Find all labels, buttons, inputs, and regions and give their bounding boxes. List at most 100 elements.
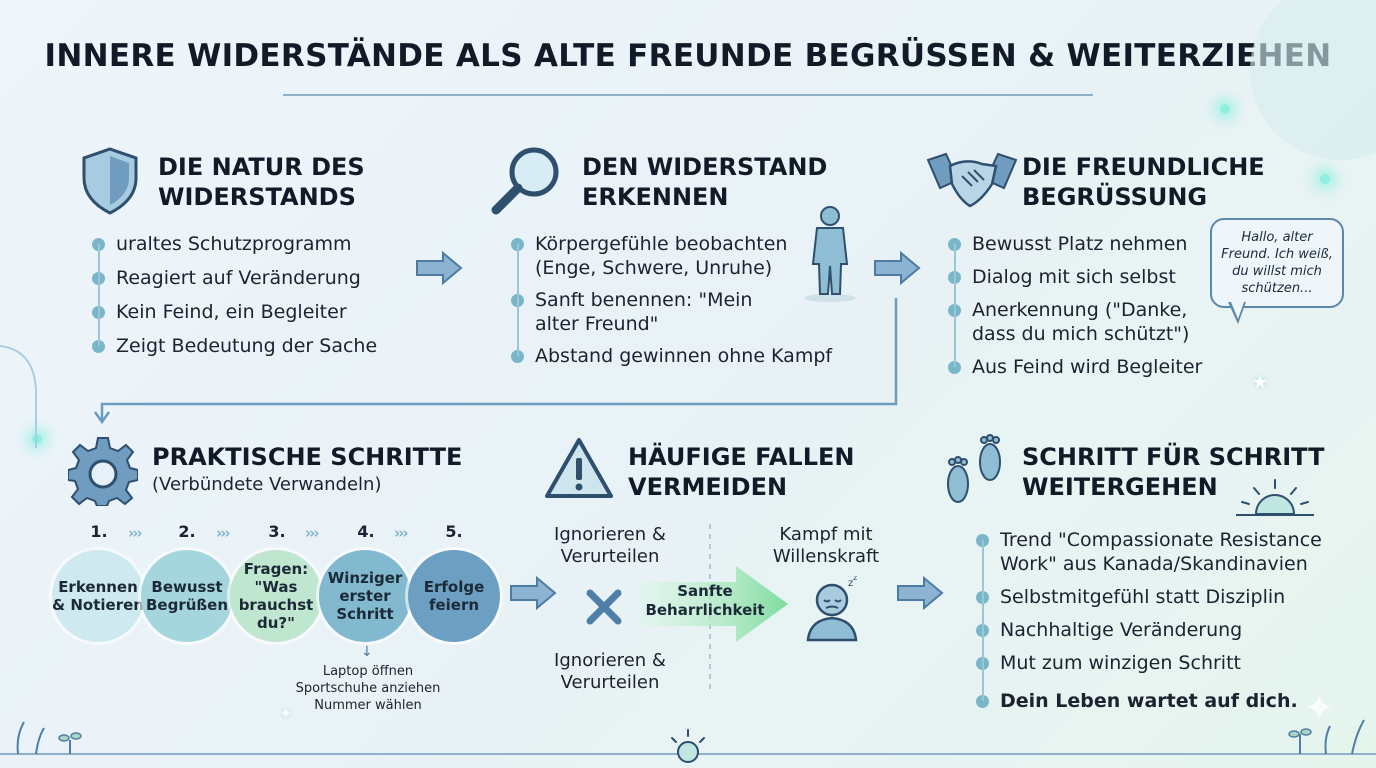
step-line: Bewusst: [151, 578, 223, 596]
gentle-persistence-label: Sanfte Beharrlichkeit: [640, 582, 770, 620]
weiter-list: Trend "Compassionate Resistance Work" au…: [976, 528, 1322, 713]
arrow-right-icon: [416, 250, 463, 286]
bottom-ground-line: [0, 719, 1376, 763]
list-item-line: alter Freund": [535, 313, 659, 335]
step-line: du?": [257, 614, 295, 632]
step-number: 1.: [90, 522, 108, 541]
list-item-line: dass du mich schützt"): [972, 323, 1190, 345]
list-item: Anerkennung ("Danke, dass du mich schütz…: [948, 298, 1202, 346]
chevrons-icon: ›››: [216, 524, 230, 542]
step-line: erster: [339, 587, 391, 605]
step-line: "Was: [254, 578, 298, 596]
sparkle-icon: ★: [1252, 372, 1269, 393]
shield-icon: [82, 147, 138, 215]
list-item: Reagiert auf Veränderung: [92, 266, 377, 290]
list-item-line: Körpergefühle beobachten: [535, 233, 788, 255]
example-line: Nummer wählen: [314, 698, 422, 713]
list-item: Nachhaltige Veränderung: [976, 618, 1322, 642]
gentle-persistence-arrow: [640, 566, 788, 642]
erkennen-title-line: ERKENNEN: [582, 183, 729, 211]
list-item-line: Bewusst Platz nehmen: [972, 233, 1188, 255]
example-line: Sportschuhe anziehen: [295, 681, 441, 696]
speech-bubble-tail-inner: [1231, 302, 1244, 319]
begruessung-title: DIE FREUNDLICHE BEGRÜSSUNG: [1022, 152, 1265, 212]
fallen-title-line: HÄUFIGE FALLEN: [628, 443, 855, 471]
arrow-label-line: Sanfte: [677, 582, 733, 600]
list-item-line: Selbstmitgefühl statt Disziplin: [1000, 586, 1286, 608]
trap-top-right: Kampf mit Willenskraft: [756, 524, 896, 568]
list-item-line: Mut zum winzigen Schritt: [1000, 652, 1241, 674]
step-line: brauchst: [238, 596, 314, 614]
list-item: Selbstmitgefühl statt Disziplin: [976, 585, 1322, 609]
closing-line: Dein Leben wartet auf dich.: [976, 689, 1322, 713]
step-number: 4.: [357, 522, 375, 541]
begruessung-list: Bewusst Platz nehmen Dialog mit sich sel…: [948, 232, 1202, 379]
step-line: Winziger: [327, 569, 403, 587]
step-number: 2.: [178, 522, 196, 541]
person-icon: [804, 206, 856, 302]
arrow-right-icon: [897, 575, 944, 611]
cross-icon: [586, 589, 622, 625]
weiter-title-line: WEITERGEHEN: [1022, 473, 1218, 501]
trap-line: Ignorieren &: [554, 650, 666, 671]
bubble-line: du willst mich: [1232, 264, 1322, 279]
list-item-line: Anerkennung ("Danke,: [972, 299, 1188, 321]
schritte-subtitle: (Verbündete Verwandeln): [152, 474, 382, 495]
list-item-line: (Enge, Schwere, Unruhe): [535, 257, 773, 279]
sparkle-icon: ✦: [1304, 688, 1335, 729]
weiter-title: SCHRITT FÜR SCHRITT WEITERGEHEN: [1022, 442, 1324, 502]
decorative-bubble: [1250, 0, 1376, 160]
trap-line: Ignorieren &: [554, 524, 666, 545]
fallen-title: HÄUFIGE FALLEN VERMEIDEN: [628, 442, 854, 502]
list-item: Zeigt Bedeutung der Sache: [92, 334, 377, 358]
handshake-icon: [926, 152, 1018, 208]
list-item: uraltes Schutzprogramm: [92, 232, 377, 256]
list-item-line: Abstand gewinnen ohne Kampf: [535, 345, 833, 367]
arrow-right-icon: [874, 250, 921, 286]
list-item: Sanft benennen: "Mein alter Freund": [511, 288, 832, 336]
title-divider: [283, 94, 1093, 96]
begruessung-title-line: DIE FREUNDLICHE: [1022, 153, 1265, 181]
page-title: INNERE WIDERSTÄNDE ALS ALTE FREUNDE BEGR…: [44, 38, 1332, 74]
step-line: Erkennen: [58, 578, 138, 596]
trap-line: Willenskraft: [772, 546, 880, 567]
list-item-line: Work" aus Kanada/Skandinavien: [1000, 553, 1308, 575]
list-item-line: Sanft benennen: "Mein: [535, 289, 753, 311]
natur-title-line: DIE NATUR DES: [158, 153, 365, 181]
list-item: Aus Feind wird Begleiter: [948, 355, 1202, 379]
decorative-arc: [0, 345, 37, 448]
warning-icon: [545, 438, 613, 498]
arrow-right-icon: [510, 575, 557, 611]
footprints-icon: [947, 434, 1001, 503]
row-connector: [93, 298, 898, 425]
fallen-title-line: VERMEIDEN: [628, 473, 788, 501]
step-circle-4: Winziger erster Schritt: [319, 550, 411, 642]
arrow-down-icon: ↓: [361, 644, 373, 660]
weiter-title-line: SCHRITT FÜR SCHRITT: [1022, 443, 1325, 471]
natur-title-line: WIDERSTANDS: [158, 183, 356, 211]
step-circle-3: Fragen: "Was brauchst du?": [230, 550, 322, 642]
step-examples: Laptop öffnen Sportschuhe anziehen Numme…: [268, 663, 468, 714]
list-item-line: Trend "Compassionate Resistance: [1000, 529, 1322, 551]
begruessung-title-line: BEGRÜSSUNG: [1022, 183, 1208, 211]
list-item-line: Dialog mit sich selbst: [972, 266, 1176, 288]
tired-person-icon: z z: [806, 576, 858, 642]
step-circle-2: Bewusst Begrüßen: [141, 550, 233, 642]
trap-line: Verurteilen: [560, 672, 660, 693]
list-item: Trend "Compassionate Resistance Work" au…: [976, 528, 1322, 576]
step-line: Erfolge: [423, 578, 485, 596]
arrow-label-line: Beharrlichkeit: [645, 601, 765, 619]
step-number: 5.: [445, 522, 463, 541]
svg-text:z: z: [853, 576, 857, 582]
step-line: Begrüßen: [145, 596, 229, 614]
chevrons-icon: ›››: [305, 524, 319, 542]
sunrise-icon: [1236, 479, 1314, 516]
magnifier-icon: [491, 147, 559, 215]
chevrons-icon: ›››: [128, 524, 142, 542]
trap-top-left: Ignorieren & Verurteilen: [540, 524, 680, 568]
sparkle-icon: ✦: [280, 706, 292, 722]
list-item: Körpergefühle beobachten (Enge, Schwere,…: [511, 232, 832, 280]
trap-line: Kampf mit: [779, 524, 873, 545]
step-number: 3.: [268, 522, 286, 541]
trap-line: Verurteilen: [560, 546, 660, 567]
